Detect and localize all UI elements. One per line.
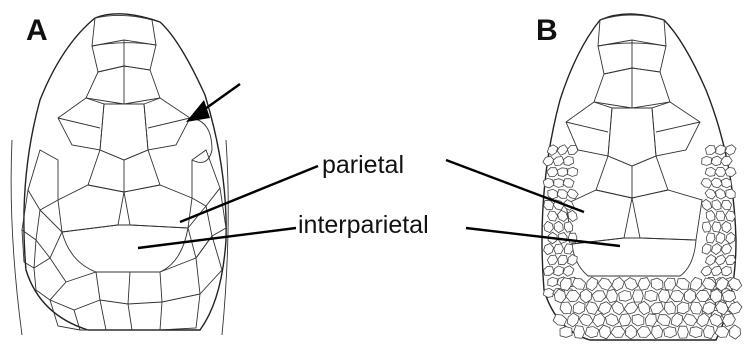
panel-letter-a: A bbox=[26, 14, 48, 47]
label-interparietal: interparietal bbox=[298, 211, 429, 239]
jaw-line-left-a bbox=[11, 140, 22, 335]
panel-a: A bbox=[11, 14, 318, 335]
granular-scale bbox=[690, 327, 703, 338]
granular-scale bbox=[564, 156, 574, 165]
label-parietal: parietal bbox=[322, 151, 404, 179]
granular-scale bbox=[560, 327, 572, 338]
granular-scale bbox=[722, 290, 736, 302]
granular-scale bbox=[712, 222, 721, 233]
granular-scale bbox=[706, 233, 715, 243]
granular-scale bbox=[716, 211, 725, 221]
granular-scale bbox=[702, 156, 712, 165]
granular-scale bbox=[568, 167, 578, 176]
panel-letter-b: B bbox=[536, 14, 558, 47]
granular-scale bbox=[730, 325, 741, 339]
granular-scale bbox=[726, 211, 736, 222]
head-outline-a bbox=[24, 14, 226, 330]
granular-scale bbox=[721, 178, 731, 188]
granular-scale bbox=[678, 326, 689, 338]
granular-scale bbox=[619, 291, 632, 302]
granular-scale bbox=[633, 290, 644, 302]
granular-scale bbox=[645, 290, 658, 301]
granular-scale bbox=[564, 244, 573, 254]
granular-scale bbox=[557, 168, 567, 177]
granular-scale bbox=[726, 189, 736, 199]
granular-scale bbox=[543, 288, 554, 297]
granular-scale bbox=[548, 277, 558, 286]
granular-scale bbox=[664, 327, 677, 338]
granular-scale bbox=[702, 222, 711, 232]
granular-scale bbox=[725, 145, 736, 156]
granular-scale bbox=[554, 179, 564, 188]
granular-scale bbox=[574, 326, 585, 339]
panel-b: B bbox=[446, 14, 742, 340]
